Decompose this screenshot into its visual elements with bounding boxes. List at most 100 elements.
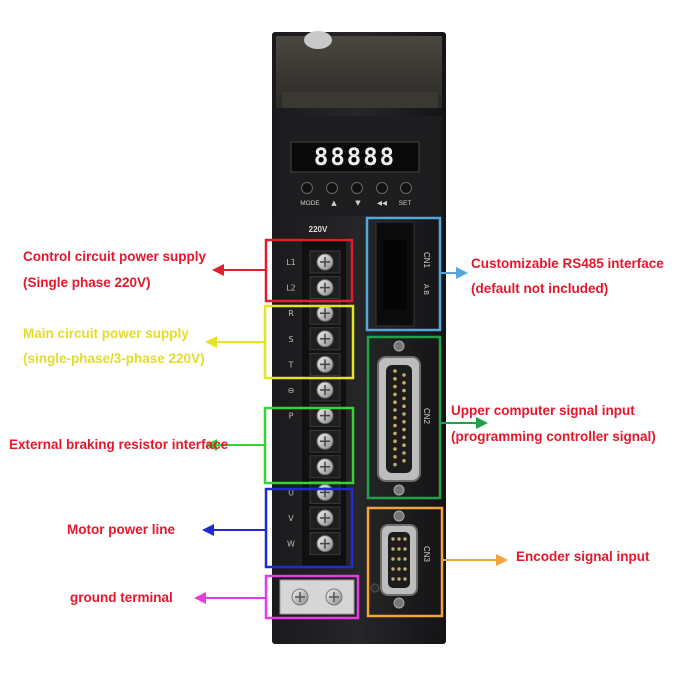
pin <box>403 537 407 541</box>
btn-label-back: ◀◀ <box>377 199 387 207</box>
pin <box>393 408 397 412</box>
pin <box>393 377 397 381</box>
terminal-label: L2 <box>286 284 296 293</box>
terminal-label: L1 <box>286 258 296 267</box>
pin <box>402 404 406 409</box>
main-power-subtitle: (single-phase/3-phase 220V) <box>23 351 205 366</box>
pin <box>391 537 395 541</box>
pin <box>393 369 397 373</box>
control-power-subtitle: (Single phase 220V) <box>23 275 151 290</box>
pin <box>402 412 406 416</box>
voltage-label: 220V <box>309 225 328 234</box>
screw-slot-icon <box>320 410 330 421</box>
braking-title: External braking resistor interface <box>9 437 229 452</box>
set-button[interactable] <box>400 182 412 194</box>
rs485-title: Customizable RS485 interface <box>471 256 664 271</box>
encoder-box <box>366 506 444 618</box>
led-digits: 88888 <box>314 143 396 171</box>
down-button[interactable] <box>351 182 363 194</box>
ground-title: ground terminal <box>70 590 173 605</box>
screw-slot-icon <box>320 385 330 395</box>
terminal-label: V <box>288 514 294 523</box>
pin <box>402 381 406 385</box>
pin <box>393 392 397 397</box>
pin <box>402 427 406 432</box>
pin <box>397 577 401 581</box>
screw-slot-icon <box>320 257 330 267</box>
terminal-label: W <box>287 540 295 549</box>
upper-title: Upper computer signal input <box>451 403 635 418</box>
led-display <box>290 141 420 173</box>
pin <box>402 451 406 455</box>
terminal-label: S <box>288 335 293 344</box>
terminal-label: P <box>289 412 294 421</box>
pin <box>402 396 406 401</box>
terminal-label: T <box>288 360 294 369</box>
encoder-title: Encoder signal input <box>516 549 650 564</box>
screw-slot-icon <box>320 538 330 549</box>
pin <box>403 547 407 551</box>
pin <box>393 439 397 444</box>
upper-box <box>366 335 442 500</box>
pin <box>391 547 395 551</box>
cn2-pins <box>393 369 406 467</box>
pin <box>393 416 397 420</box>
up-button[interactable] <box>326 182 338 194</box>
motor-title: Motor power line <box>67 522 175 537</box>
pin <box>393 400 397 405</box>
pin <box>393 455 397 459</box>
btn-label-set: SET <box>399 200 412 207</box>
pin <box>402 459 406 463</box>
pin <box>393 431 397 436</box>
pin <box>391 567 395 571</box>
mode-button[interactable] <box>301 182 313 194</box>
btn-label-down: ▼ <box>355 199 361 207</box>
screw-slot-icon <box>320 308 330 319</box>
terminal-label: ⊖ <box>288 386 295 395</box>
main-power-title: Main circuit power supply <box>23 326 189 341</box>
motor-box <box>264 487 354 569</box>
pin <box>391 577 395 581</box>
pin <box>402 435 406 440</box>
pin <box>402 388 406 393</box>
cn1-pins: A B <box>422 284 429 295</box>
screw-slot-icon <box>320 461 330 472</box>
pin <box>403 557 407 561</box>
cn3-label: CN3 <box>422 546 431 563</box>
pin <box>403 577 407 581</box>
terminal-label: U <box>288 488 294 497</box>
pin <box>402 420 406 424</box>
screw-slot-icon <box>320 282 330 293</box>
pin <box>397 537 401 541</box>
control-power-title: Control circuit power supply <box>23 249 207 264</box>
pin <box>402 373 406 377</box>
cn1-label: CN1 <box>422 252 431 269</box>
rs485-subtitle: (default not included) <box>471 281 609 296</box>
pin <box>393 423 397 428</box>
pin <box>397 547 401 551</box>
pin <box>393 384 397 389</box>
keypad: MODE ▲ ▼ ◀◀ SET <box>300 182 412 207</box>
ground-bar <box>279 579 355 615</box>
cn3-pins <box>391 537 407 581</box>
btn-label-mode: MODE <box>300 200 320 207</box>
lid-knob <box>304 31 332 49</box>
pin <box>393 462 397 467</box>
cn2-label: CN2 <box>422 408 431 425</box>
terminal-label: R <box>288 309 294 318</box>
pin <box>403 567 407 571</box>
pin <box>391 557 395 561</box>
btn-label-up: ▲ <box>331 199 337 207</box>
upper-subtitle: (programming controller signal) <box>451 429 656 444</box>
screw-slot-icon <box>320 333 330 344</box>
screw-slot-icon <box>320 359 330 370</box>
pin <box>397 567 401 571</box>
pin <box>393 447 397 451</box>
back-button[interactable] <box>376 182 388 194</box>
screw-slot-icon <box>320 513 330 523</box>
pin <box>397 557 401 561</box>
screw-slot-icon <box>320 436 330 447</box>
